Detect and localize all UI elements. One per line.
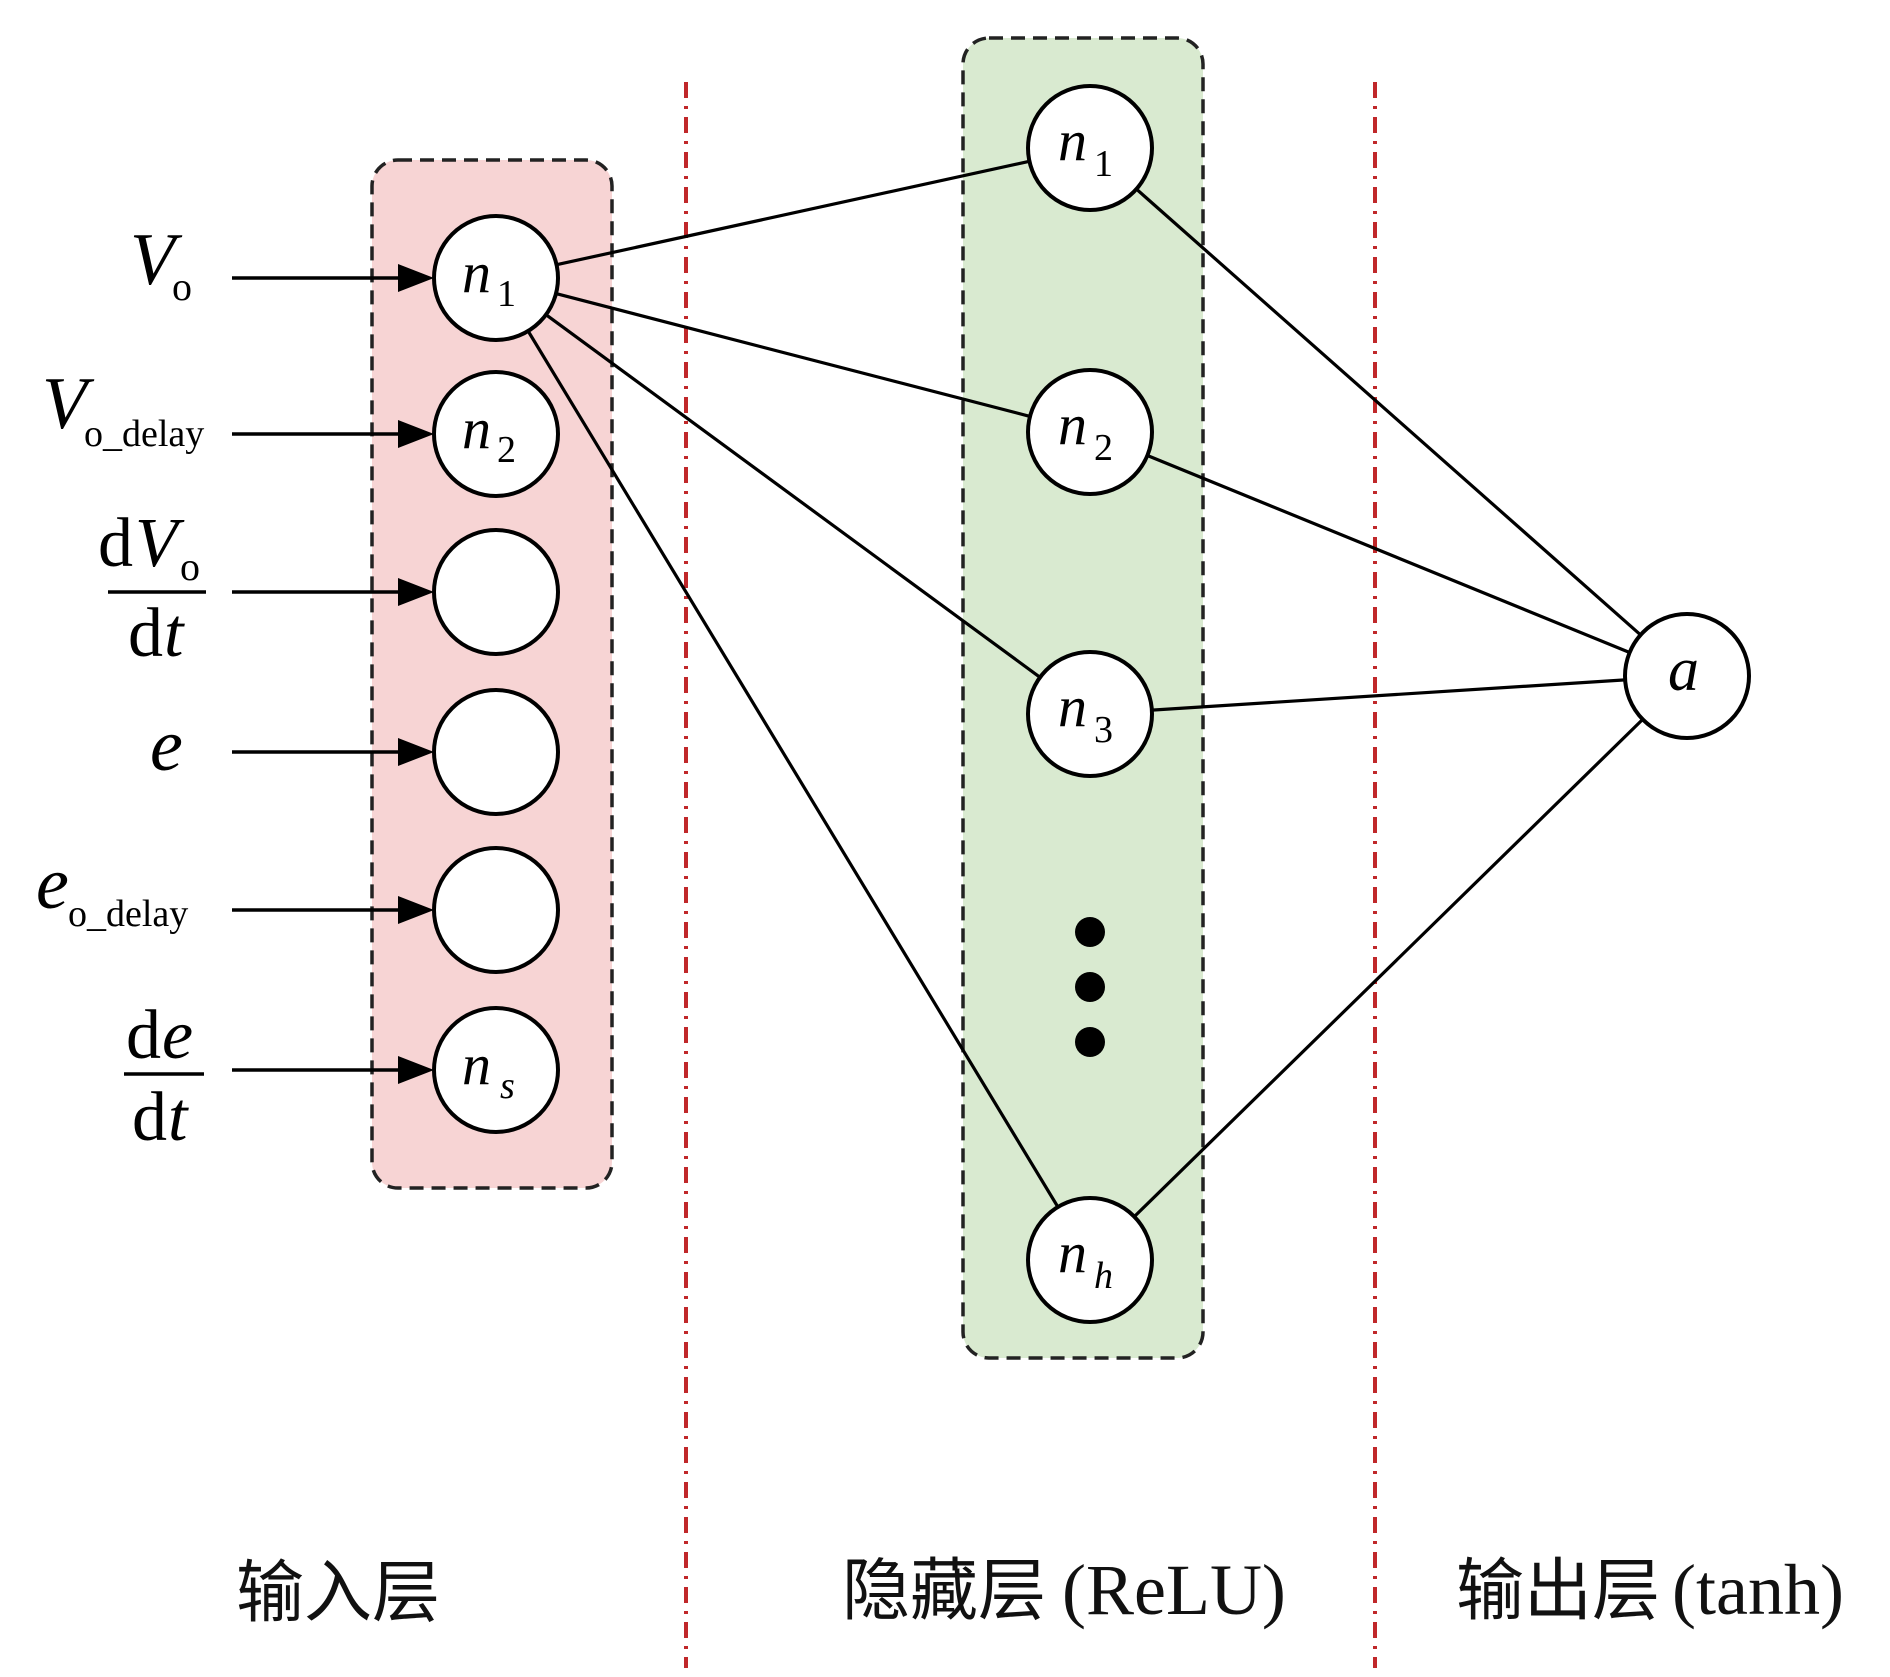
caption-output-layer: 输出层 (1456, 1552, 1660, 1631)
input-label-dvo-dt-den-d: d (128, 595, 163, 672)
input-label-de-dt-num-var: e (162, 997, 193, 1074)
hidden-node-1-base: n (1058, 108, 1087, 173)
input-label-e-delay-base: e (36, 843, 69, 925)
edge-input-1-to-hidden-4 (526, 330, 1060, 1208)
input-node-2-base: n (462, 396, 491, 461)
input-node-6-base: n (462, 1032, 491, 1097)
edge-input-1-to-hidden-3 (545, 313, 1041, 679)
input-arrow-2 (232, 420, 434, 448)
input-label-e-base: e (150, 705, 183, 787)
hidden-node-h: n h (1026, 1196, 1154, 1324)
input-node-1-base: n (462, 240, 491, 305)
edge-hidden-2-to-output (1146, 454, 1631, 654)
input-arrow-5 (232, 896, 434, 924)
input-label-de-dt-num-d: d (126, 997, 161, 1074)
ellipsis-dot (1075, 917, 1105, 947)
input-label-e: e (150, 705, 183, 787)
input-node-1: n 1 (432, 214, 560, 342)
input-node-2: n 2 (432, 370, 560, 498)
edge-hidden-3-to-output (1151, 678, 1626, 712)
input-label-vo-delay-sub: o_delay (84, 413, 204, 455)
output-node: a (1623, 612, 1751, 740)
caption-output-activation: (tanh) (1672, 1550, 1844, 1630)
input-label-vo-delay: V o_delay (42, 363, 204, 455)
input-node-6-sub: s (500, 1065, 515, 1107)
input-label-dvo-dt-num-sub: o (180, 544, 200, 589)
ellipsis-dot (1075, 972, 1105, 1002)
input-label-vo-sub: o (172, 264, 192, 309)
input-label-de-dt: d e d t (124, 997, 204, 1156)
input-arrow-4 (232, 738, 434, 766)
input-label-vo: V o (130, 219, 192, 309)
input-label-dvo-dt-den-var: t (164, 595, 185, 672)
input-label-dvo-dt-num-var: V (135, 505, 185, 582)
hidden-node-3-base: n (1058, 674, 1087, 739)
input-label-de-dt-den-d: d (132, 1079, 167, 1156)
ellipsis-dot (1075, 1027, 1105, 1057)
input-label-vo-base: V (130, 219, 183, 301)
input-label-dvo-dt-num-d: d (98, 505, 133, 582)
input-node-6: n s (432, 1006, 560, 1134)
input-label-de-dt-den-var: t (168, 1079, 189, 1156)
hidden-node-3-sub: 3 (1094, 709, 1113, 751)
edge-hidden-4-to-output (1133, 718, 1644, 1218)
caption-hidden-layer: 隐藏层 (842, 1552, 1046, 1631)
hidden-node-3: n 3 (1026, 650, 1154, 778)
ellipsis-dots (1075, 917, 1105, 1057)
input-node-4 (432, 688, 560, 816)
input-arrow-6 (232, 1056, 434, 1084)
hidden-node-1: n 1 (1026, 84, 1154, 212)
input-label-e-delay: e o_delay (36, 843, 188, 935)
input-node-2-sub: 2 (497, 429, 516, 471)
input-label-vo-delay-base: V (42, 363, 95, 445)
edge-hidden-1-to-output (1135, 187, 1642, 637)
hidden-node-2-base: n (1058, 392, 1087, 457)
hidden-node-h-sub: h (1094, 1255, 1113, 1297)
input-node-3 (432, 528, 560, 656)
input-arrows (232, 264, 434, 1084)
input-arrow-1 (232, 264, 434, 292)
caption-input-layer: 输入层 (236, 1554, 440, 1633)
output-node-label: a (1668, 636, 1699, 704)
input-label-e-delay-sub: o_delay (68, 893, 188, 935)
caption-hidden-activation: (ReLU) (1062, 1550, 1286, 1630)
input-label-dvo-dt: d V o d t (98, 505, 206, 672)
hidden-node-2-sub: 2 (1094, 427, 1113, 469)
edge-input-1-to-hidden-1 (556, 159, 1030, 267)
hidden-node-2: n 2 (1026, 368, 1154, 496)
input-node-1-sub: 1 (497, 273, 516, 315)
connection-edges (526, 159, 1644, 1218)
edge-input-1-to-hidden-2 (555, 292, 1031, 418)
hidden-node-1-sub: 1 (1094, 143, 1113, 185)
input-arrow-3 (232, 578, 434, 606)
input-node-5 (432, 846, 560, 974)
hidden-node-h-base: n (1058, 1220, 1087, 1285)
